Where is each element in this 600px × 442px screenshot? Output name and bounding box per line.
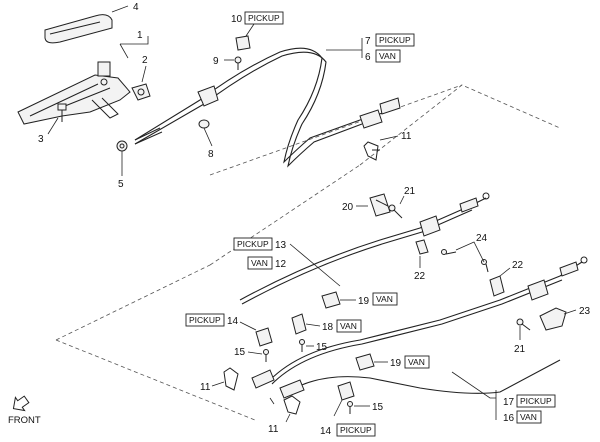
callout-22-upper: 22 (414, 271, 426, 282)
callout-20: 20 (342, 202, 354, 213)
variant-17: PICKUP (520, 396, 552, 406)
callout-11-left: 11 (200, 382, 211, 393)
variant-box-14b (336, 423, 376, 437)
callout-2: 2 (142, 55, 148, 66)
front-arrow-icon (12, 395, 30, 412)
bolt-21-lower (516, 318, 531, 331)
bolt-3 (57, 103, 67, 122)
equalizer-bracket-20 (369, 193, 391, 217)
front-label: FRONT (8, 415, 41, 426)
variant-18: VAN (340, 321, 357, 331)
handle-grip (44, 14, 113, 44)
variant-13: PICKUP (237, 239, 269, 249)
bracket-11-left (223, 367, 239, 391)
bracket-23 (539, 307, 567, 331)
callout-19-lower: 19 (390, 358, 402, 369)
clip-14-upper (255, 327, 273, 347)
grommet-8 (198, 119, 210, 129)
screw-15-center (299, 339, 305, 352)
callout-13: 13 (275, 240, 287, 251)
callout-22-lower: 22 (512, 260, 524, 271)
clip-19-lower (355, 353, 375, 371)
screw-15-left (263, 349, 269, 362)
callout-1: 1 (137, 30, 143, 41)
clip-14-lower (337, 381, 355, 401)
callout-14-upper: 14 (227, 316, 239, 327)
callout-14-lower: 14 (320, 426, 332, 437)
callout-11-upper: 11 (401, 131, 412, 142)
callout-16: 16 (503, 413, 515, 424)
callout-7: 7 (365, 36, 371, 47)
bolt-21-upper (388, 204, 403, 219)
variant-box-19a (372, 292, 398, 306)
callout-15-lower: 15 (372, 402, 384, 413)
bracket-11-bottom (283, 395, 301, 415)
callout-11-bottom: 11 (268, 424, 279, 435)
variant-7: PICKUP (379, 35, 411, 45)
variant-12: VAN (251, 258, 268, 268)
variant-6: VAN (379, 51, 396, 61)
callout-6: 6 (365, 52, 371, 63)
callout-24: 24 (476, 233, 488, 244)
variant-box-10 (244, 11, 284, 25)
bracket-18 (291, 313, 307, 335)
callout-5: 5 (118, 179, 124, 190)
callout-17: 17 (503, 397, 515, 408)
screw-24b (481, 259, 489, 273)
assembly-frame (55, 84, 561, 421)
variant-box-13 (233, 237, 273, 251)
callout-21-lower: 21 (514, 344, 526, 355)
front-cable (134, 47, 401, 168)
callout-9: 9 (213, 56, 219, 67)
callout-8: 8 (208, 149, 214, 160)
callout-15-center: 15 (316, 342, 328, 353)
callout-12: 12 (275, 259, 287, 270)
callout-18: 18 (322, 322, 334, 333)
variant-box-16 (516, 410, 542, 424)
nut-5 (116, 140, 128, 152)
assembly-frame-upper (209, 84, 463, 176)
brake-switch (131, 83, 151, 101)
lever-assembly (17, 61, 131, 125)
callout-19-upper: 19 (358, 296, 370, 307)
callout-15-left: 15 (234, 347, 246, 358)
screw-15-lower (347, 401, 353, 414)
variant-box-12 (247, 256, 273, 270)
rear-cable-right-upper (239, 192, 490, 305)
clip-22-upper (415, 239, 429, 255)
variant-box-18 (336, 319, 362, 333)
variant-14b: PICKUP (340, 425, 372, 435)
clip-22-lower (489, 275, 505, 297)
variant-19a: VAN (376, 294, 393, 304)
bracket-11-upper (363, 141, 380, 161)
screw-24 (441, 249, 457, 255)
callout-23: 23 (579, 306, 591, 317)
variant-box-19b (404, 355, 430, 369)
variant-box-14a (185, 313, 225, 327)
callout-3: 3 (38, 134, 44, 145)
variant-19b: VAN (408, 357, 425, 367)
variant-box-17 (516, 394, 556, 408)
cable-clip-10 (235, 35, 251, 51)
cable-end-left (251, 369, 305, 399)
callout-4: 4 (133, 2, 139, 13)
screw-9 (234, 56, 242, 70)
variant-10: PICKUP (248, 13, 280, 23)
variant-16: VAN (520, 412, 537, 422)
clip-19-upper (321, 291, 341, 309)
callout-10: 10 (231, 14, 243, 25)
variant-box-7 (375, 33, 415, 47)
variant-box-6 (375, 49, 401, 63)
rear-cable-left-lower (269, 256, 588, 385)
rear-cable-long (287, 359, 561, 394)
variant-14a: PICKUP (189, 315, 221, 325)
callout-21-upper: 21 (404, 186, 416, 197)
